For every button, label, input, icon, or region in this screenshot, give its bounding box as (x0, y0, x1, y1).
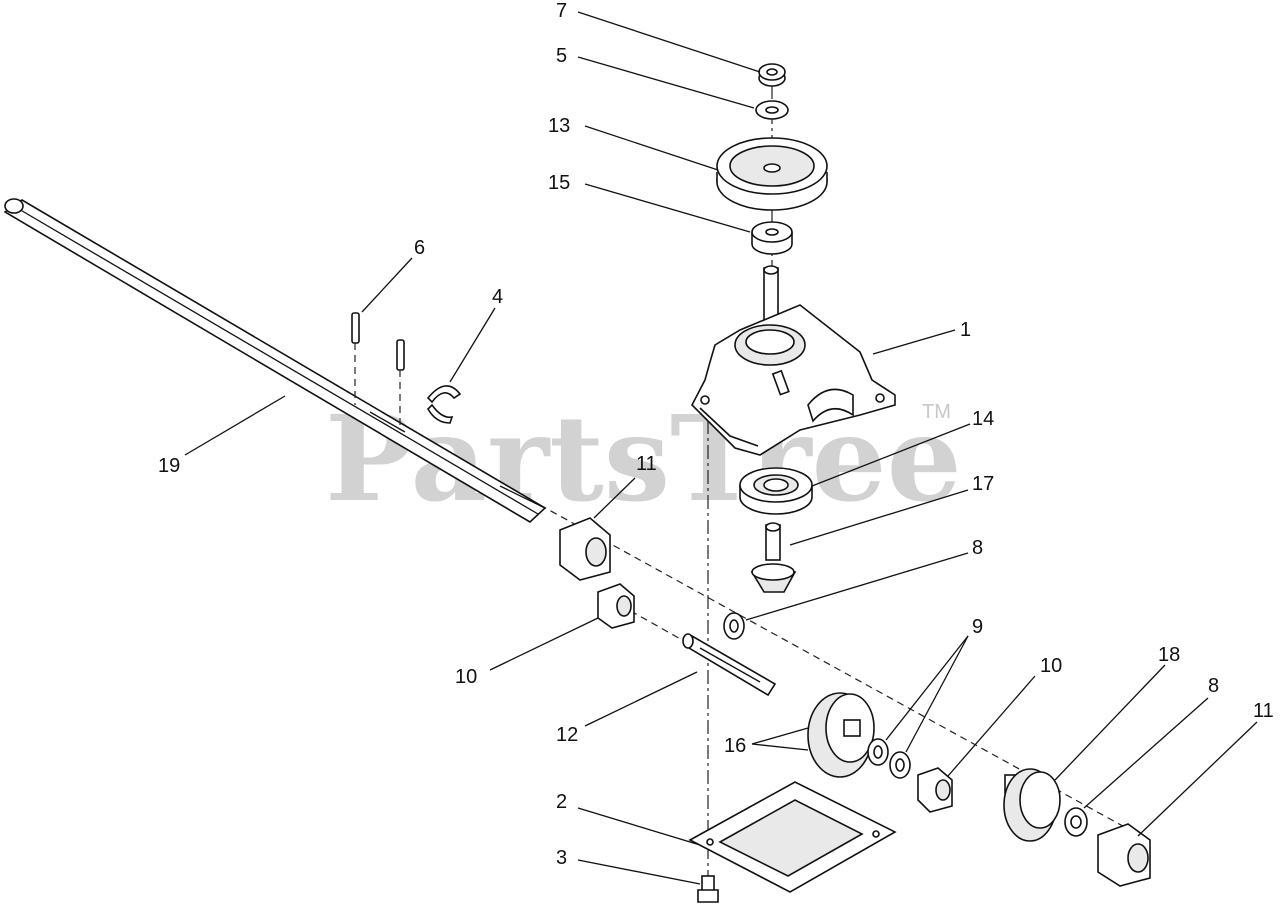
leader-2 (577, 807, 701, 846)
leader-5 (577, 56, 755, 109)
axle-part-12 (682, 633, 777, 697)
leader-16b (751, 743, 809, 751)
leader-14 (811, 423, 971, 487)
callout-10-lower: 10 (1040, 655, 1062, 677)
axle-axis (539, 504, 1131, 831)
washer-part-8-lower (1064, 807, 1088, 837)
callout-14: 14 (972, 408, 994, 430)
leader-6 (361, 257, 413, 313)
callout-13: 13 (548, 115, 570, 137)
leader-17 (789, 489, 969, 546)
callout-7: 7 (556, 0, 567, 22)
leader-4 (449, 307, 496, 383)
leader-13 (584, 125, 719, 171)
leader-9b (905, 635, 969, 753)
leader-11b (1137, 721, 1258, 837)
callout-19: 19 (158, 455, 180, 477)
callout-16: 16 (724, 735, 746, 757)
callout-5: 5 (556, 45, 567, 67)
clip-part-4 (426, 385, 462, 404)
bushing-part-11-lower (1097, 823, 1151, 887)
nut-part-7 (758, 63, 786, 87)
spacer-part-15 (751, 221, 793, 255)
leader-15 (584, 183, 751, 233)
pin-part-6 (351, 312, 405, 425)
callout-15: 15 (548, 172, 570, 194)
callout-6: 6 (414, 237, 425, 259)
leader-10b (947, 675, 1036, 777)
bushing-part-11-upper (559, 517, 611, 581)
pinion-part-17 (750, 522, 797, 593)
leader-12 (584, 671, 698, 727)
callout-12: 12 (556, 724, 578, 746)
leader-3 (577, 859, 701, 885)
callout-18: 18 (1158, 644, 1180, 666)
leader-10a (489, 617, 599, 671)
leader-8a (745, 552, 969, 621)
washer-part-8-upper (723, 612, 745, 640)
leader-16a (751, 727, 809, 745)
callout-8-upper: 8 (972, 537, 983, 559)
gear-part-16 (807, 692, 875, 778)
pulley-part-13 (716, 137, 828, 211)
callout-11-lower: 11 (1253, 700, 1274, 722)
watermark-trademark: TM (922, 401, 951, 423)
bushing-part-10-lower (917, 767, 953, 813)
bolt-part-3 (697, 875, 719, 903)
leader-7 (577, 11, 761, 73)
callout-11-upper: 11 (636, 453, 657, 475)
bearing-part-14 (739, 467, 813, 515)
callout-10-upper: 10 (455, 666, 477, 688)
callout-17: 17 (972, 473, 994, 495)
leader-18 (1054, 664, 1166, 781)
callout-9: 9 (972, 616, 983, 638)
gear-part-18 (1003, 768, 1061, 842)
callout-3: 3 (556, 847, 567, 869)
washers-part-9 (867, 738, 911, 779)
cover-plate-part-2 (688, 781, 897, 893)
callout-4: 4 (492, 286, 503, 308)
callout-1: 1 (960, 319, 971, 341)
shaft-part-19 (3, 198, 547, 523)
leader-11a (593, 477, 636, 519)
callout-2: 2 (556, 791, 567, 813)
leader-1 (872, 329, 956, 355)
clip-part-4-lower (427, 403, 454, 424)
leader-19 (184, 395, 286, 456)
washer-part-5 (755, 100, 789, 120)
housing-part-1 (691, 265, 896, 456)
leader-9a (885, 635, 969, 741)
callout-8-lower: 8 (1208, 675, 1219, 697)
leader-8b (1083, 697, 1209, 809)
bushing-part-10-upper (597, 583, 635, 629)
